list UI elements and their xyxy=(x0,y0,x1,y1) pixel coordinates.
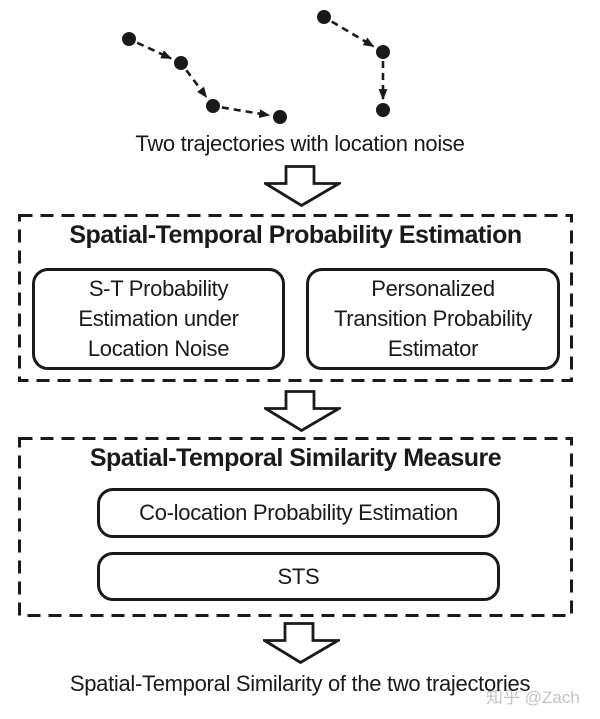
section-probability-estimation: Spatial-Temporal Probability Estimation … xyxy=(18,214,573,382)
box-sts: STS xyxy=(97,552,500,601)
watermark: 知乎 @Zach xyxy=(486,688,580,707)
section-title: Spatial-Temporal Similarity Measure xyxy=(89,444,502,472)
down-arrow-icon xyxy=(264,390,341,433)
box-text-line: Estimation under xyxy=(78,306,239,331)
dashed-border xyxy=(18,437,573,617)
box-st-probability-estimation: S-T Probability Estimation under Locatio… xyxy=(32,268,285,370)
dashed-border xyxy=(18,214,573,382)
box-text-line: STS xyxy=(277,563,320,589)
trajectories-illustration xyxy=(122,10,390,124)
box-text-line: Personalized xyxy=(371,276,495,301)
section-title: Spatial-Temporal Probability Estimation xyxy=(69,221,522,249)
box-colocation-probability-estimation: Co-location Probability Estimation xyxy=(97,488,500,538)
down-arrow-icon xyxy=(264,165,341,208)
box-text-line: Location Noise xyxy=(87,336,230,361)
box-text-line: Transition Probability xyxy=(333,306,532,331)
trajectory-left xyxy=(122,32,287,124)
box-text-line: S-T Probability xyxy=(88,276,229,301)
box-text-line: Co-location Probability Estimation xyxy=(139,500,458,525)
box-text-line: Estimator xyxy=(387,336,479,361)
box-personalized-transition-estimator: Personalized Transition Probability Esti… xyxy=(306,268,560,370)
bottom-caption: Spatial-Temporal Similarity of the two t… xyxy=(69,671,531,696)
section-similarity-measure: Spatial-Temporal Similarity Measure Co-l… xyxy=(18,437,573,617)
trajectory-right xyxy=(317,10,390,117)
top-caption: Two trajectories with location noise xyxy=(135,131,465,156)
down-arrow-icon xyxy=(263,622,340,665)
